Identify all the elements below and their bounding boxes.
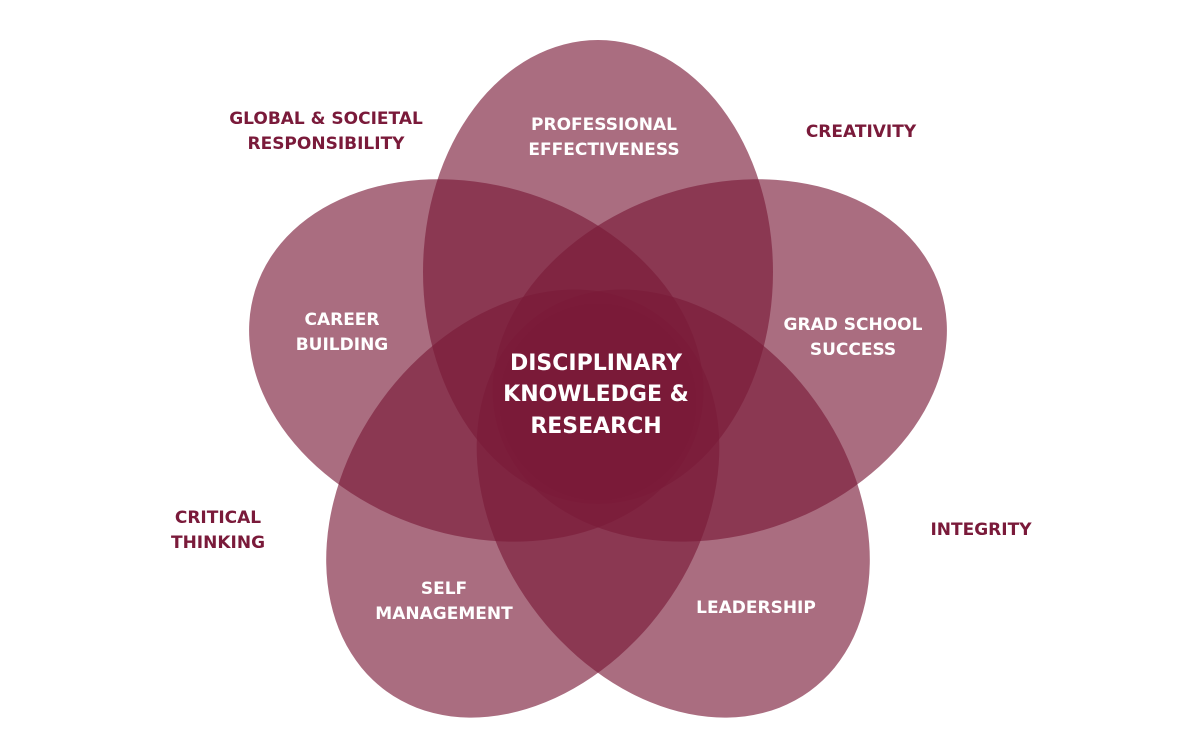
outer-label-global-societal-responsibility: GLOBAL & SOCIETAL RESPONSIBILITY (229, 109, 423, 154)
outer-label-line1: CREATIVITY (806, 122, 917, 142)
outer-label-critical-thinking: CRITICAL THINKING (171, 508, 265, 553)
center-label-line3: RESEARCH (530, 414, 661, 439)
petal-label-line1: CAREER (304, 310, 379, 330)
petal-label-grad-school-success: GRAD SCHOOL SUCCESS (784, 315, 923, 360)
outer-label-line1: INTEGRITY (930, 520, 1032, 540)
center-label-line2: KNOWLEDGE & (503, 382, 689, 407)
petal-label-career-building: CAREER BUILDING (296, 310, 389, 355)
petal-label-line1: SELF (421, 579, 467, 599)
petal-label-professional-effectiveness: PROFESSIONAL EFFECTIVENESS (528, 115, 679, 160)
center-label-line1: DISCIPLINARY (510, 351, 683, 376)
outer-label-line2: RESPONSIBILITY (247, 134, 405, 154)
petal-label-leadership: LEADERSHIP (696, 598, 816, 618)
center-label: DISCIPLINARY KNOWLEDGE & RESEARCH (503, 351, 689, 439)
outer-label-line2: THINKING (171, 533, 265, 553)
petal-label-line1: PROFESSIONAL (531, 115, 677, 135)
outer-label-line1: CRITICAL (175, 508, 261, 528)
petal-label-line2: SUCCESS (810, 340, 896, 360)
outer-label-integrity: INTEGRITY (930, 520, 1032, 540)
petal-label-line2: BUILDING (296, 335, 389, 355)
center-circle (500, 304, 696, 500)
outer-label-creativity: CREATIVITY (806, 122, 917, 142)
petal-label-line2: EFFECTIVENESS (528, 140, 679, 160)
outer-label-line1: GLOBAL & SOCIETAL (229, 109, 423, 129)
petal-label-line1: GRAD SCHOOL (784, 315, 923, 335)
petal-label-self-management: SELF MANAGEMENT (375, 579, 513, 624)
petal-label-line1: LEADERSHIP (696, 598, 816, 618)
petal-label-line2: MANAGEMENT (375, 604, 513, 624)
